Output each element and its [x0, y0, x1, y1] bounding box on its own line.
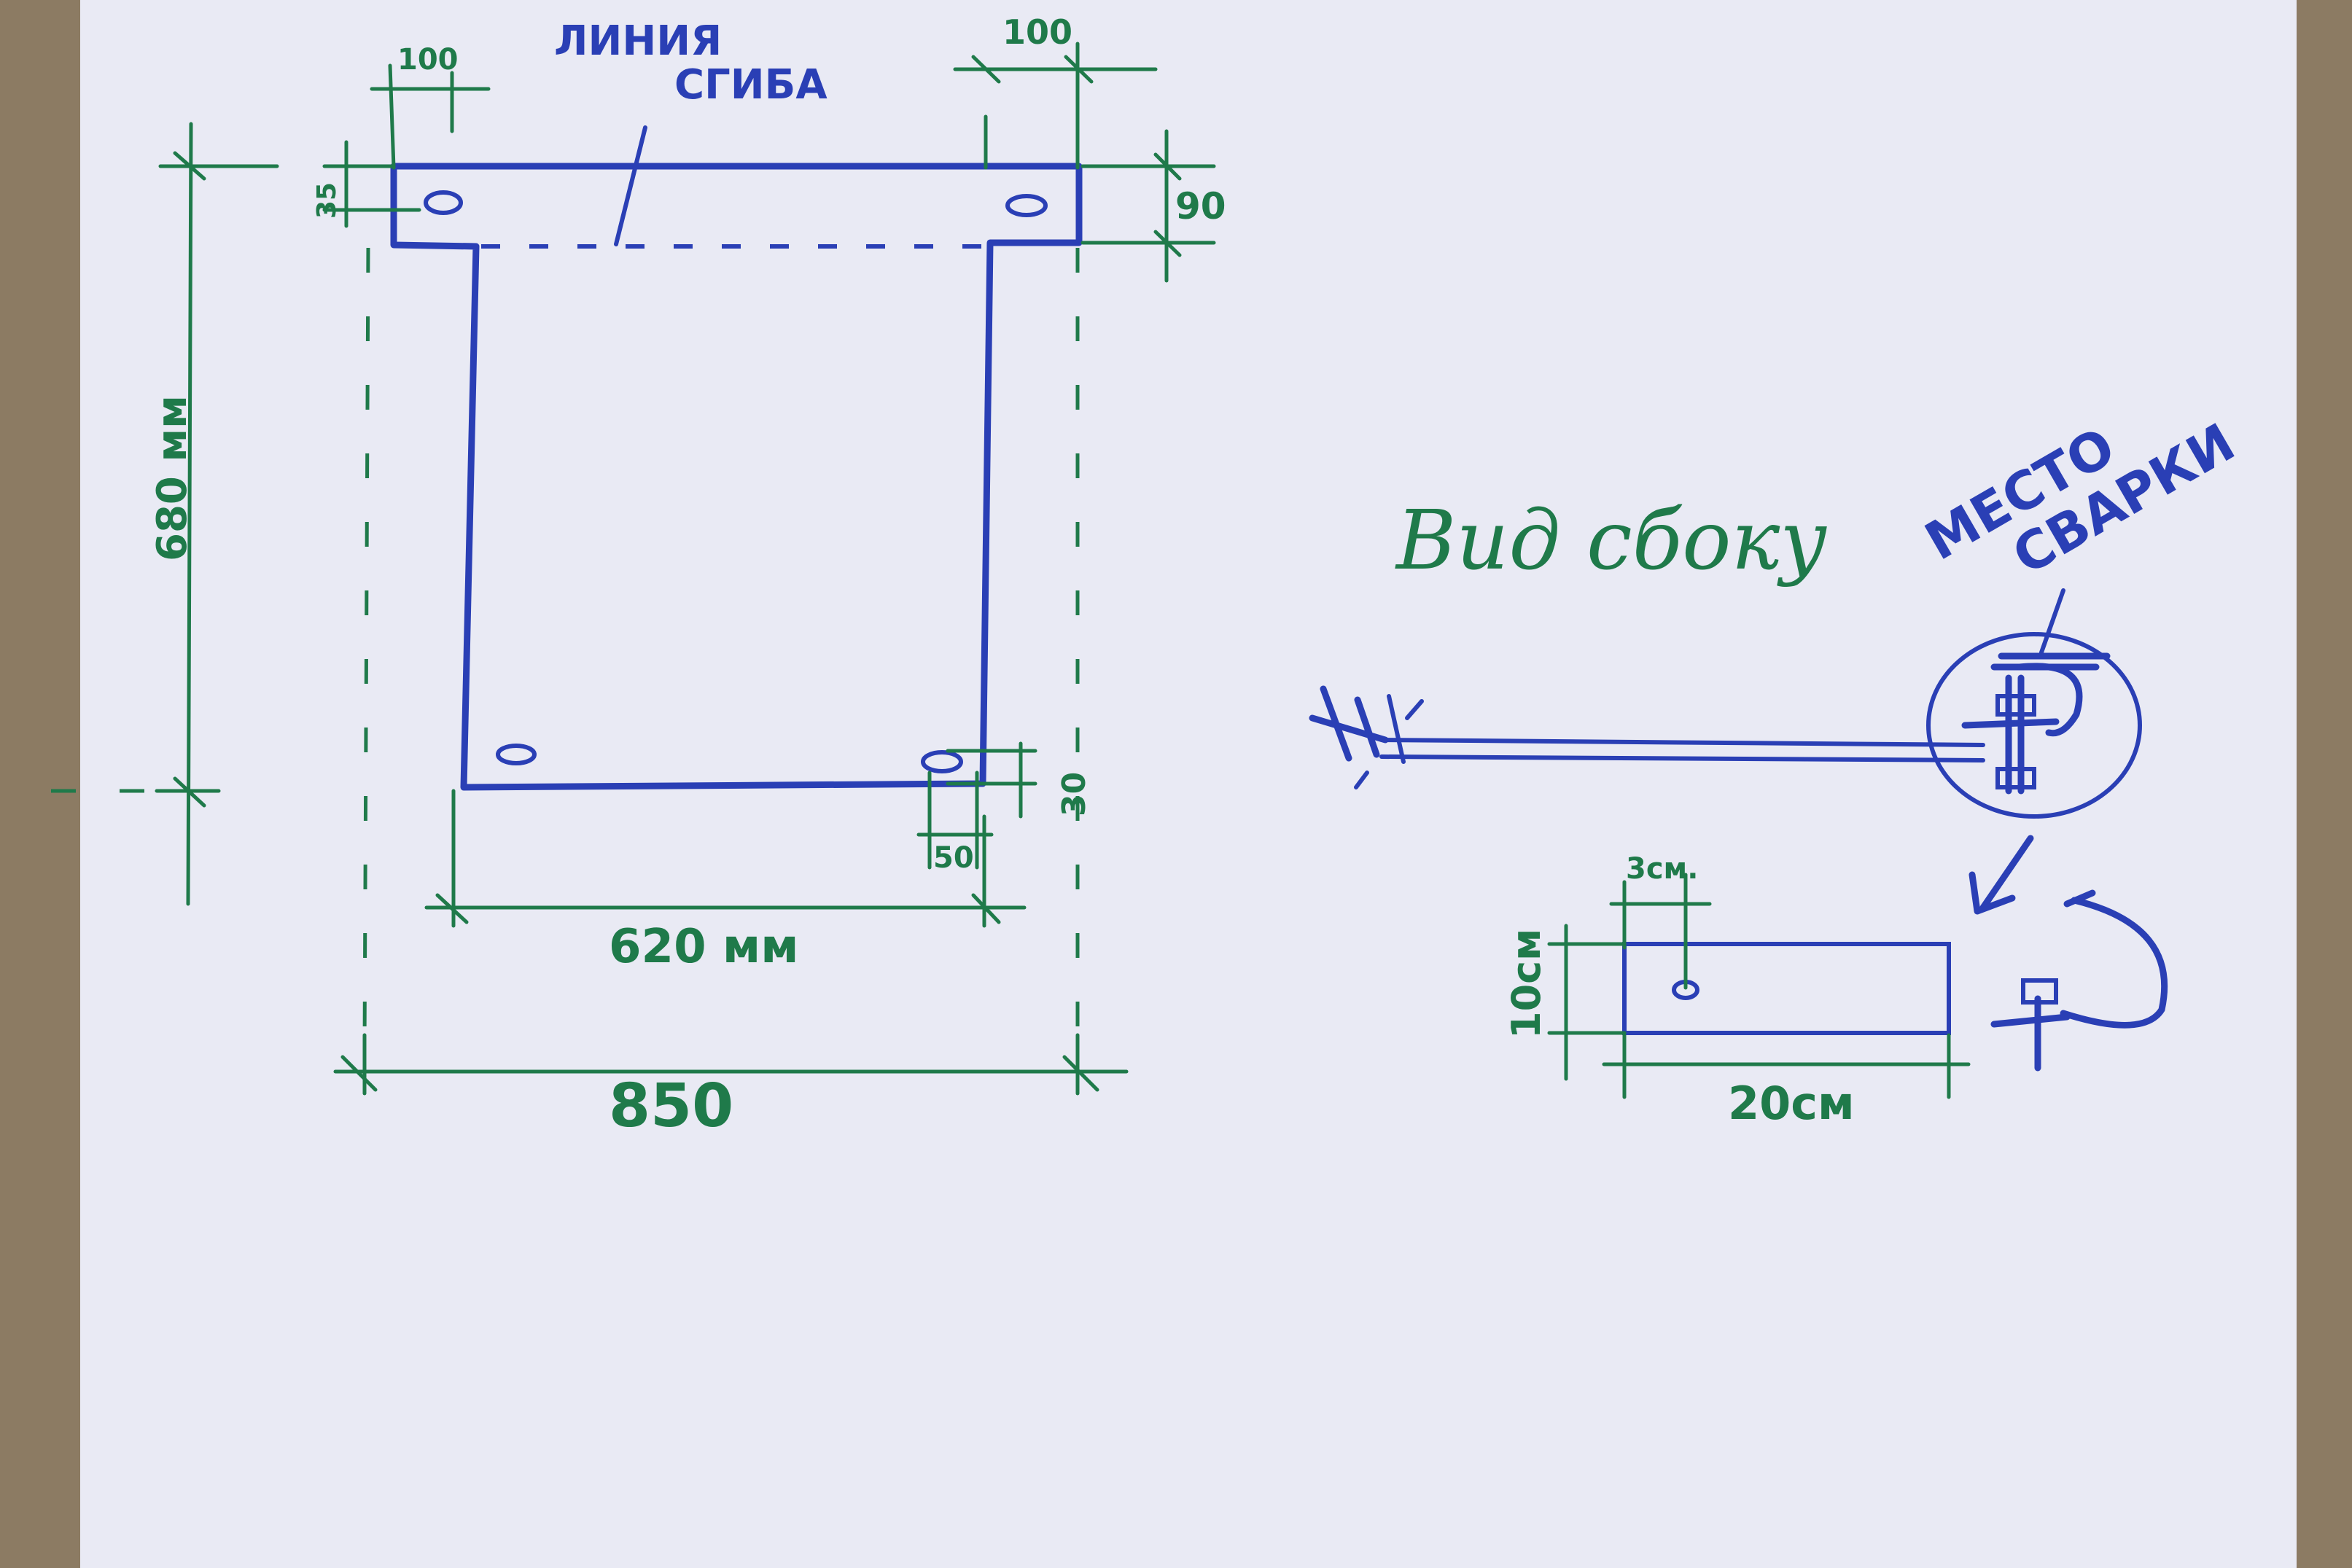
dim-label-height: 680 мм [149, 395, 196, 561]
weld-bolt-nut-bottom [1995, 767, 2036, 789]
side-hint-upper [1405, 699, 1424, 720]
dim-label-right-small: 90 [1175, 185, 1226, 227]
side-bolt-left-washer [1387, 694, 1406, 764]
detail-arrow-shaft [1979, 835, 2034, 911]
bend-line-label-2: СГИБА [674, 61, 828, 109]
dim-label-left-small: 35 [312, 182, 342, 219]
weld-detail-circle [1926, 632, 2142, 819]
side-bolt-left-head [1320, 685, 1352, 762]
hook-part-base [1990, 1013, 2071, 1028]
hook-part-curve [2060, 897, 2168, 1029]
weld-flange [1961, 718, 2060, 729]
dim-label-total-width: 850 [609, 1072, 733, 1141]
hook-part-top [2063, 889, 2096, 908]
front-view: ЛИНИЯ СГИБА 100 100 35 90 680 мм 30 50 6… [51, 12, 1226, 1141]
plate-dim-hole-offset: 3см. [1626, 852, 1698, 886]
dim-label-inner-width: 620 мм [609, 920, 799, 974]
plate-rectangle [1622, 942, 1951, 1035]
slot-hole-bottom-left [496, 744, 537, 765]
plate-dim-height: 10см [1503, 929, 1549, 1039]
side-hint-lower [1354, 771, 1369, 789]
dim-label-top-right: 100 [1002, 12, 1072, 52]
side-view-title: Вид сбоку [1395, 494, 1827, 588]
hook-part-nut [2021, 978, 2058, 1005]
slot-hole-bottom-right [921, 750, 963, 773]
slot-hole-top-left [424, 190, 463, 215]
dimension-lines [155, 42, 1216, 1096]
plate-dim-width: 20см [1728, 1077, 1855, 1130]
dim-label-bottom-right-vertical: 30 [1056, 772, 1093, 816]
dim-label-bottom-right-horizontal: 50 [933, 841, 974, 875]
side-bolt-left-nut [1354, 696, 1380, 758]
bend-line-label-1: ЛИНИЯ [554, 17, 722, 65]
side-profile-bottom [1379, 754, 1985, 762]
side-profile-top [1379, 738, 1985, 747]
dim-label-top-left: 100 [397, 43, 459, 77]
weld-hook [2016, 663, 2083, 737]
detail-arrow-head [1969, 871, 2016, 915]
paper-sheet [80, 0, 2297, 1568]
plate-detail: 3см. 10см 20см [1503, 852, 2168, 1130]
weld-leader [2039, 588, 2065, 655]
slot-hole-top-right [1005, 194, 1048, 217]
bend-label-leader [614, 125, 647, 246]
weld-bolt-nut-top [1995, 694, 2036, 717]
